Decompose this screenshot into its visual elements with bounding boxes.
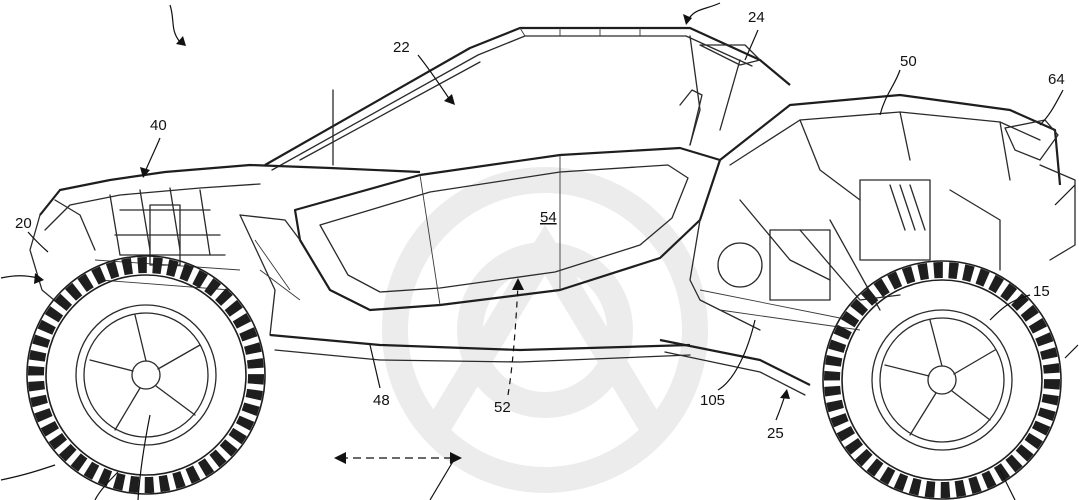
ref-54: 54 (540, 209, 557, 226)
vehicle-body (29, 93, 1076, 396)
ref-15: 15 (1033, 283, 1050, 300)
ref-40: 40 (150, 117, 167, 134)
roll-cage (264, 26, 791, 171)
ref-48: 48 (373, 392, 390, 409)
watermark-gear (382, 167, 708, 493)
ref-25: 25 (767, 425, 784, 442)
ref-24: 24 (748, 9, 765, 26)
ref-105: 105 (700, 392, 725, 409)
ref-52: 52 (494, 399, 511, 416)
rear-suspension (699, 179, 1001, 331)
ref-20: 20 (15, 215, 32, 232)
front-wheel (26, 255, 266, 495)
ref-22: 22 (393, 39, 410, 56)
rear-wheel (822, 260, 1062, 500)
reference-numerals: 24 22 50 64 40 20 54 15 48 52 105 25 (15, 9, 1065, 442)
ref-50: 50 (900, 53, 917, 70)
ref-64: 64 (1048, 71, 1065, 88)
